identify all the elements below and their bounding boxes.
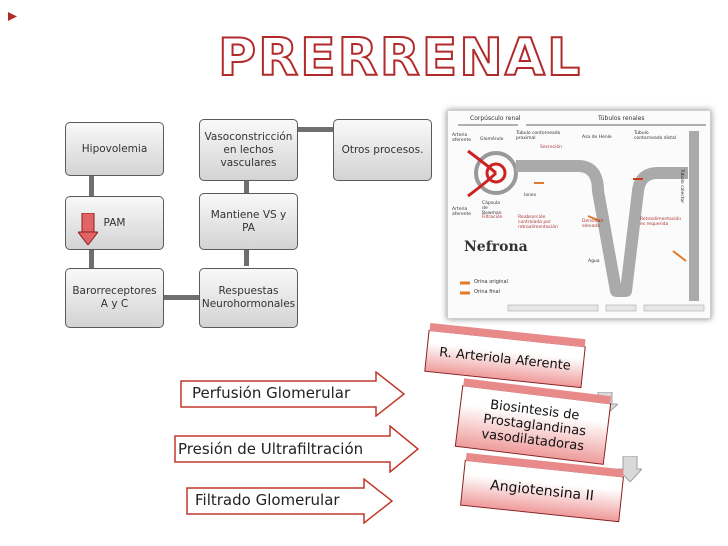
label-densidad: Densidad elevada (582, 219, 604, 229)
label-arteria-aferente: Arteria aferente (452, 207, 472, 217)
label-glomerulo: Glomérulo (480, 137, 504, 142)
box-biosintesis: Biosintesis de Prostaglandinas vasodilat… (454, 378, 612, 465)
label-agua: Agua (588, 259, 600, 264)
label-tubulo-proximal: Túbulo contorneado proximal (516, 131, 561, 141)
nephron-title: Nefrona (464, 239, 528, 255)
connector-mantiene-vaso (244, 170, 249, 194)
arrow-presion-label: Presión de Ultrafiltración (178, 440, 364, 458)
nephron-illustration (448, 111, 710, 318)
label-corpusculo: Corpúsculo renal (470, 115, 521, 122)
box-angiotensina: Angiotensina II (460, 452, 624, 523)
arrow-perfusion-shape (180, 371, 406, 417)
connector-pam-baro (89, 250, 94, 272)
box-arteriola-aferente-label: R. Arteriola Aferente (438, 344, 572, 374)
label-asa-henle: Asa de Henle (582, 135, 612, 140)
arrow-presion-shape (174, 425, 420, 473)
box-angiotensina-label: Angiotensina II (489, 477, 595, 504)
label-iones-agua: Iones (524, 193, 537, 198)
connector-resp-mantiene (244, 244, 249, 266)
box-respuestas: Respuestas Neurohormonales (199, 268, 298, 328)
arrow-perfusion-label: Perfusión Glomerular (192, 384, 351, 402)
label-capsula: Cápsula de Bowman (482, 201, 502, 216)
arrow-filtrado-label: Filtrado Glomerular (195, 491, 340, 509)
label-orina-original: Orina original (474, 279, 508, 285)
box-barorreceptores: Barorreceptores A y C (65, 268, 164, 328)
label-arteria-aferente-top: Arteria aferente (452, 133, 472, 143)
label-tubulo-colector: Túbulo colector (679, 169, 684, 204)
label-reabsorcion-necesario: Retroalimentación es requerida (640, 217, 682, 227)
connector-hipo-pam (89, 176, 94, 198)
connector-vaso-otros (298, 127, 334, 132)
page-title: PRERRENAL (217, 27, 583, 89)
down-arrow-icon (78, 213, 98, 245)
label-orina-final: Orina final (474, 289, 500, 295)
connector-baro-resp (160, 295, 208, 300)
label-secrecion: Secreción (540, 145, 562, 150)
bullet-icon (8, 12, 17, 21)
label-filtracion: Filtración (482, 215, 503, 220)
box-mantiene: Mantiene VS y PA (199, 193, 298, 250)
label-tubulos: Túbulos renales (598, 115, 645, 122)
nephron-diagram: Corpúsculo renal Túbulos renales Arteria… (447, 110, 711, 319)
label-reabsorcion: Reabsorción controlada por retroalimenta… (518, 215, 558, 230)
box-biosintesis-label: Biosintesis de Prostaglandinas vasodilat… (480, 397, 587, 454)
box-arteriola-aferente: R. Arteriola Aferente (424, 323, 586, 389)
box-hipovolemia: Hipovolemia (65, 122, 164, 176)
box-vasoconstriccion: Vasoconstricción en lechos vasculares (199, 119, 298, 181)
arrow-filtrado-shape (186, 478, 394, 524)
label-tubulo-distal: Túbulo contorneado distal (634, 131, 677, 141)
box-otros-procesos: Otros procesos. (333, 119, 432, 181)
